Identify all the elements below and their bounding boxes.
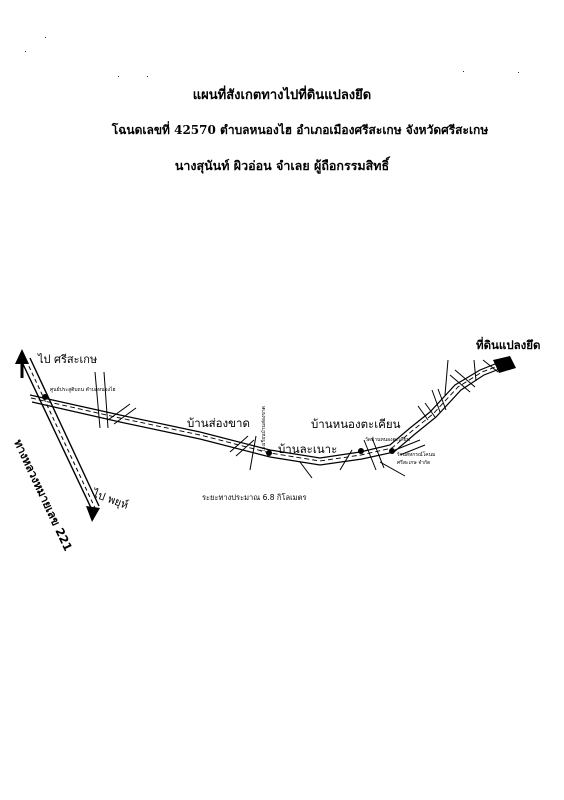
village-song-khat-label: บ้านส่องขาด — [187, 416, 250, 430]
health-center-label: ศูนย์ประสูติบถน ตำบลหนองไฮ — [50, 387, 116, 393]
highway-221-road — [21, 357, 100, 511]
scan-speck — [25, 51, 26, 52]
page-title: แผนที่สังเกตทางไปที่ดินแปลงยึด — [192, 88, 372, 103]
direction-north-label: ไป ศรีสะเกษ — [38, 353, 98, 366]
village-lamenao-label: บ้านละเนาะ — [278, 442, 338, 456]
scan-speck — [147, 76, 148, 77]
school-label: โรงเรียนบ้านส่องขาด — [261, 406, 267, 452]
arrow-south-icon — [86, 506, 100, 522]
side-roads — [94, 359, 477, 479]
temple-label: วัดบ้านหนองตะเคียน — [365, 437, 410, 443]
coop-label: ร้านสหกรณ์โคนม ศรีสะเกษ จำกัด — [397, 452, 436, 466]
arrow-north-icon — [15, 349, 29, 364]
owner-line: นางสุนันท์ ผิวอ่อน จำเลย ผู้ถือกรรมสิทธิ… — [174, 158, 390, 173]
scan-speck — [518, 72, 519, 73]
target-parcel-icon — [482, 356, 516, 373]
distance-note: ระยะทางประมาณ 6.8 กิโลเมตร — [202, 493, 307, 502]
deed-line: โฉนดเลขที่ 42570 ตำบลหนองไฮ อำเภอเมืองศร… — [111, 123, 489, 137]
village-nong-takhian-label: บ้านหนองตะเคียน — [311, 417, 401, 431]
temple-marker — [358, 448, 364, 454]
scan-speck — [118, 76, 119, 77]
coop-marker — [389, 448, 395, 454]
school-marker — [266, 450, 272, 456]
health-center-marker — [42, 394, 48, 400]
scan-speck — [45, 37, 46, 38]
target-parcel-label: ที่ดินแปลงยึด — [476, 338, 541, 352]
scan-speck — [463, 71, 464, 72]
